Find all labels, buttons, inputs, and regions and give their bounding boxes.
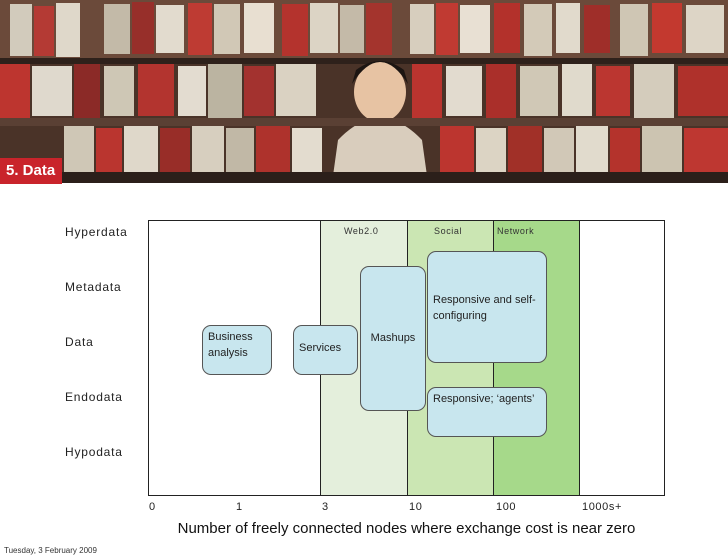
x-tick: 3 [322,501,329,513]
diagram-plot-area: Web2.0 Social Network Business analysis … [148,220,665,496]
level-label-hyperdata: Hyperdata [65,225,128,239]
node-services: Services [293,325,358,375]
x-tick: 1 [236,501,243,513]
level-label-hypodata: Hypodata [65,445,123,459]
x-tick: 10 [409,501,422,513]
x-axis-title: Number of freely connected nodes where e… [144,520,669,537]
node-mashups: Mashups [360,266,426,411]
band-title-social: Social [434,226,462,236]
slide-date: Tuesday, 3 February 2009 [4,546,97,555]
level-label-metadata: Metadata [65,280,121,294]
band-title-web20: Web2.0 [344,226,378,236]
section-label: 5. Data [0,158,62,184]
level-label-endodata: Endodata [65,390,123,404]
x-tick: 100 [496,501,516,513]
x-tick: 1000s+ [582,501,622,513]
band-title-network: Network [497,226,534,236]
newsstand-photo [0,0,728,183]
newsstand-photo-graphic [0,0,728,183]
x-tick: 0 [149,501,156,513]
level-label-data: Data [65,335,94,349]
node-responsive-self-configuring: Responsive and self-configuring [427,251,547,363]
node-business-analysis: Business analysis [202,325,272,375]
divider-line [579,221,580,495]
node-responsive-agents: Responsive; ‘agents’ [427,387,547,437]
